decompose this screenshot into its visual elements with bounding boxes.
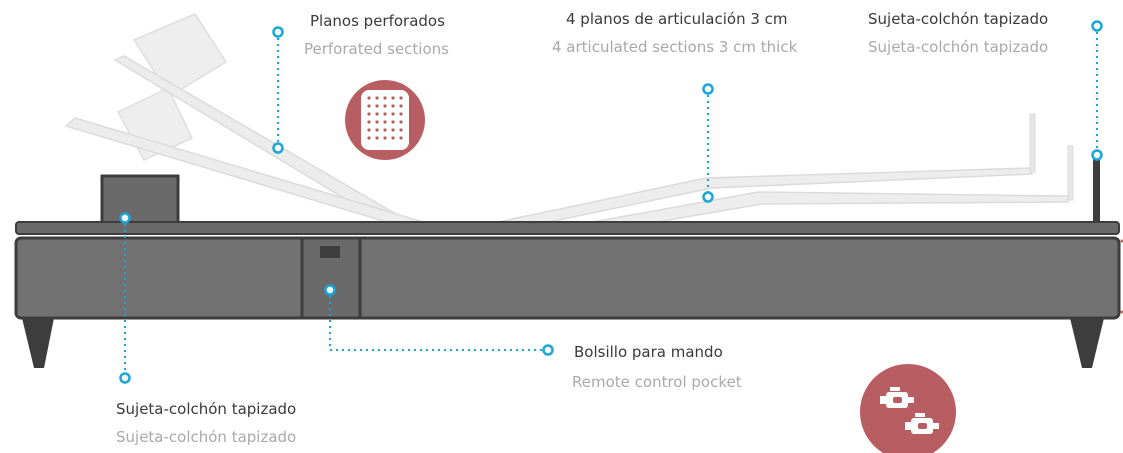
- callout-marker-holder-left-bottom: [119, 372, 131, 384]
- pocket-label: Bolsillo para mando: [574, 343, 723, 361]
- callout-marker-perforated-top: [272, 26, 284, 38]
- perforated-panel-icon: [345, 80, 425, 160]
- pocket-sublabel: Remote control pocket: [572, 373, 742, 391]
- pocket-tab: [320, 246, 340, 258]
- perforated-sublabel: Perforated sections: [304, 40, 449, 58]
- holder-right-sublabel: Sujeta-colchón tapizado: [868, 38, 1049, 56]
- callout-marker-pocket: [324, 284, 336, 296]
- accent-dot: [1120, 310, 1123, 314]
- callout-marker-perforated: [272, 142, 284, 154]
- raised-foot-sections: [469, 113, 1074, 231]
- callout-marker-holder-left: [119, 212, 131, 224]
- raised-back-sections: [64, 13, 432, 233]
- foot-holder-bar: [1093, 158, 1100, 226]
- articulation-sublabel: 4 articulated sections 3 cm thick: [552, 38, 798, 56]
- holder-right-label: Sujeta-colchón tapizado: [868, 10, 1049, 28]
- accent-dot: [1120, 239, 1123, 243]
- articulation-label: 4 planos de articulación 3 cm: [566, 10, 788, 28]
- callout-marker-articulation-top: [702, 83, 714, 95]
- holder-left-label: Sujeta-colchón tapizado: [116, 400, 297, 418]
- callout-marker-articulation: [702, 191, 714, 203]
- base-body: [14, 236, 1121, 320]
- right-leg: [1070, 318, 1104, 368]
- left-leg: [22, 318, 54, 368]
- callout-marker-holder-right-top: [1091, 20, 1103, 32]
- callout-lines: [124, 32, 1098, 372]
- callout-marker-holder-right: [1091, 149, 1103, 161]
- holder-left-sublabel: Sujeta-colchón tapizado: [116, 428, 297, 446]
- perforated-label: Planos perforados: [310, 12, 445, 30]
- top-frame-rail: [15, 221, 1120, 235]
- dual-motor-icon: [860, 364, 956, 453]
- callout-marker-pocket-end: [542, 344, 554, 356]
